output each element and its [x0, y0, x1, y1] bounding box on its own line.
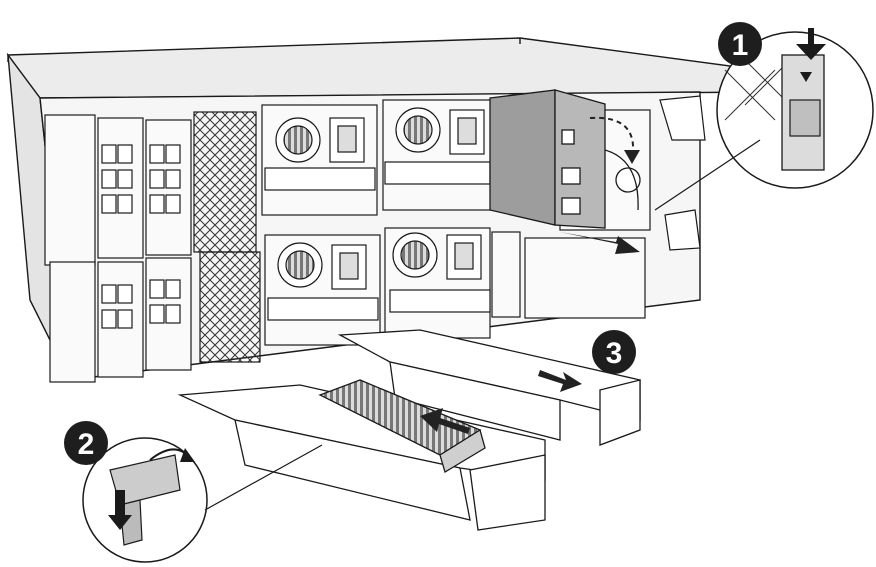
callout-label-1: 1 [732, 29, 749, 62]
callout-badge-1: 1 [718, 22, 762, 66]
callout-badge-2: 2 [64, 421, 108, 465]
callout-label-2: 2 [78, 428, 95, 461]
controller-module [489, 89, 641, 229]
lower-power-supplies [267, 232, 491, 321]
detail-latch-view [654, 28, 874, 211]
detail-lock-view [82, 437, 323, 563]
callout-badge-3: 3 [592, 330, 636, 374]
callout-label-3: 3 [606, 337, 623, 370]
right-latches [659, 95, 706, 251]
insert-arrows [420, 370, 582, 434]
upper-power-supplies [264, 107, 491, 191]
tray-assembly [177, 329, 641, 531]
removal-arrow [560, 116, 640, 254]
